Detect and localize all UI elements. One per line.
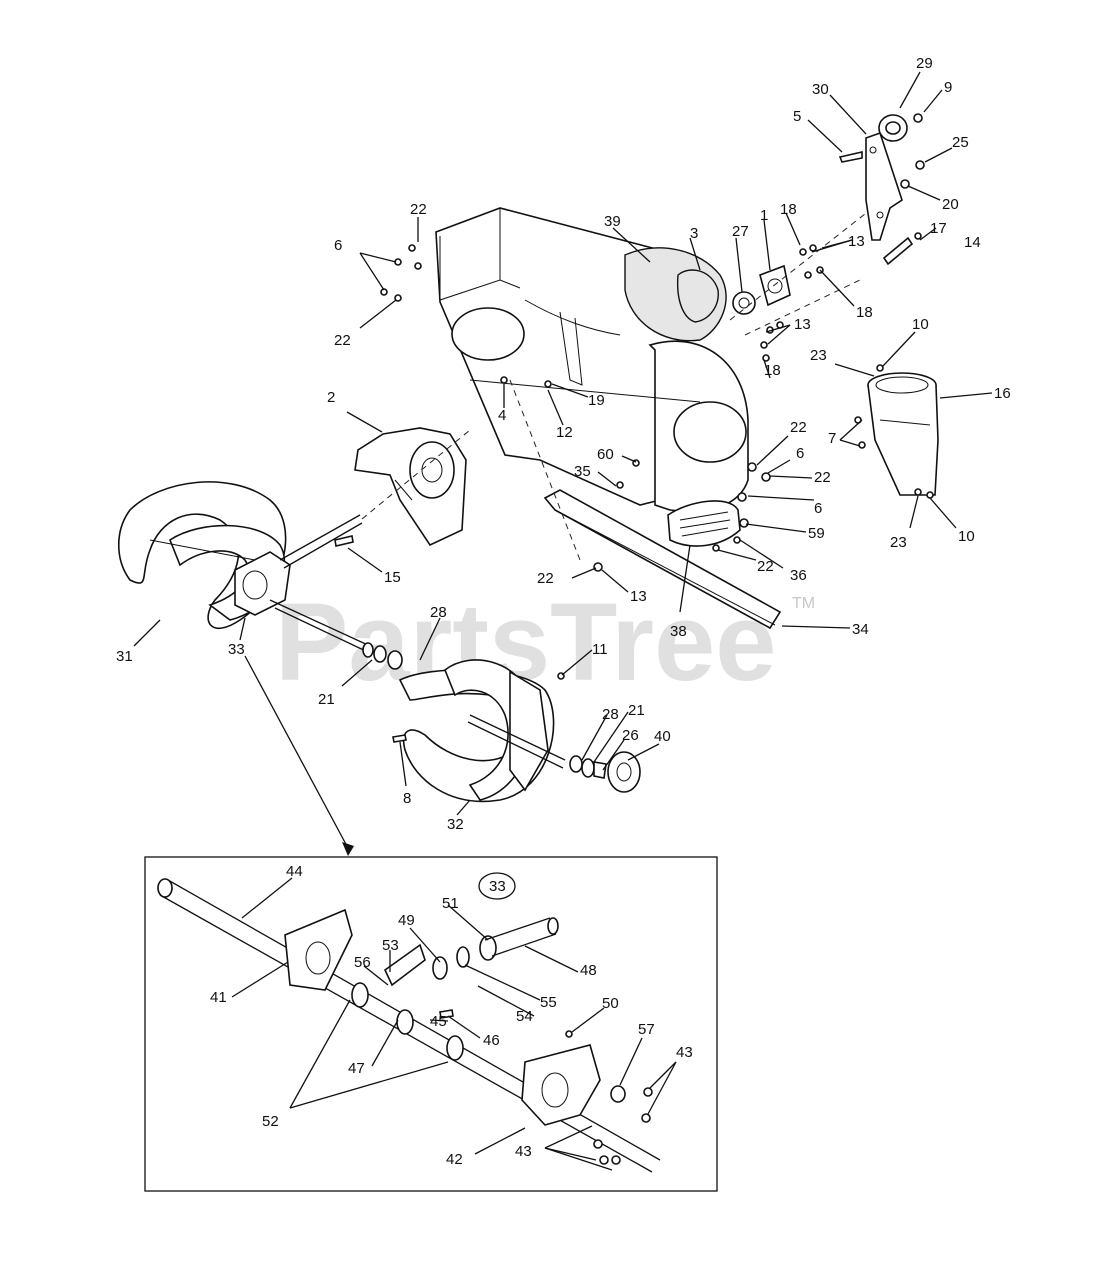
label-38: 38 xyxy=(670,623,687,640)
label-35: 35 xyxy=(574,463,591,480)
label-6c: 6 xyxy=(814,500,822,517)
label-54: 54 xyxy=(516,1008,533,1025)
label-34: 34 xyxy=(852,621,869,638)
label-22e: 22 xyxy=(757,558,774,575)
inset-assembly xyxy=(157,878,661,1173)
scraper-bar xyxy=(543,489,782,630)
label-48: 48 xyxy=(580,962,597,979)
label-23b: 23 xyxy=(890,534,907,551)
label-10: 10 xyxy=(912,316,929,333)
inset-pointer-arrowhead xyxy=(342,842,354,856)
right-auger xyxy=(398,659,555,803)
label-49: 49 xyxy=(398,912,415,929)
label-57: 57 xyxy=(638,1021,655,1038)
label-33: 33 xyxy=(228,641,245,658)
gearbox-detail-inset xyxy=(144,856,718,1192)
label-20: 20 xyxy=(942,196,959,213)
label-23: 23 xyxy=(810,347,827,364)
label-32: 32 xyxy=(447,816,464,833)
label-6b: 6 xyxy=(796,445,804,462)
label-29: 29 xyxy=(916,55,933,72)
label-18c: 18 xyxy=(764,362,781,379)
label-9: 9 xyxy=(944,79,952,96)
label-26: 26 xyxy=(622,727,639,744)
label-30: 30 xyxy=(812,81,829,98)
label-13c: 13 xyxy=(630,588,647,605)
label-18: 18 xyxy=(780,201,797,218)
label-27: 27 xyxy=(732,223,749,240)
watermark-trademark: TM xyxy=(792,595,815,612)
label-16: 16 xyxy=(994,385,1011,402)
label-13: 13 xyxy=(848,233,865,250)
part-labels: 29 9 30 5 25 20 22 18 39 3 27 1 13 17 14… xyxy=(116,55,1011,1168)
inset-callout-circle xyxy=(478,872,516,900)
label-46: 46 xyxy=(483,1032,500,1049)
skid-shoe xyxy=(667,500,741,547)
label-5: 5 xyxy=(793,108,801,125)
label-13b: 13 xyxy=(794,316,811,333)
label-21b: 21 xyxy=(628,702,645,719)
label-12: 12 xyxy=(556,424,573,441)
label-55: 55 xyxy=(540,994,557,1011)
label-22: 22 xyxy=(410,201,427,218)
label-3: 3 xyxy=(690,225,698,242)
label-22d: 22 xyxy=(814,469,831,486)
label-45: 45 xyxy=(430,1013,447,1030)
leader-lines xyxy=(133,71,993,1171)
label-52: 52 xyxy=(262,1113,279,1130)
label-41: 41 xyxy=(210,989,227,1006)
chute-adapter xyxy=(854,364,939,499)
label-22b: 22 xyxy=(334,332,351,349)
label-51: 51 xyxy=(442,895,459,912)
auger-housing xyxy=(435,207,749,512)
label-43: 43 xyxy=(676,1044,693,1061)
label-50: 50 xyxy=(602,995,619,1012)
bearing-flange-assembly xyxy=(732,244,824,362)
label-28b: 28 xyxy=(602,706,619,723)
label-36: 36 xyxy=(790,567,807,584)
label-60: 60 xyxy=(597,446,614,463)
label-56: 56 xyxy=(354,954,371,971)
inset-pointer-line xyxy=(244,655,349,849)
label-8: 8 xyxy=(403,790,411,807)
label-4: 4 xyxy=(498,407,506,424)
label-1: 1 xyxy=(760,207,768,224)
label-42: 42 xyxy=(446,1151,463,1168)
label-25: 25 xyxy=(952,134,969,151)
label-6: 6 xyxy=(334,237,342,254)
label-14: 14 xyxy=(964,234,981,251)
inset-callout-text: 33 xyxy=(489,878,506,895)
label-44: 44 xyxy=(286,863,303,880)
label-21: 21 xyxy=(318,691,335,708)
impeller xyxy=(354,427,467,547)
label-2: 2 xyxy=(327,389,335,406)
label-15: 15 xyxy=(384,569,401,586)
label-40: 40 xyxy=(654,728,671,745)
label-39: 39 xyxy=(604,213,621,230)
label-53: 53 xyxy=(382,937,399,954)
label-7: 7 xyxy=(828,430,836,447)
label-11: 11 xyxy=(592,641,608,658)
label-31: 31 xyxy=(116,648,133,665)
label-22c: 22 xyxy=(790,419,807,436)
label-28: 28 xyxy=(430,604,447,621)
label-19: 19 xyxy=(588,392,605,409)
label-47: 47 xyxy=(348,1060,365,1077)
label-10b: 10 xyxy=(958,528,975,545)
idler-bracket-assembly xyxy=(838,113,925,266)
label-22f: 22 xyxy=(537,570,554,587)
label-17: 17 xyxy=(930,220,947,237)
label-18b: 18 xyxy=(856,304,873,321)
label-43b: 43 xyxy=(515,1143,532,1160)
label-59: 59 xyxy=(808,525,825,542)
gearbox-33 xyxy=(234,551,291,616)
